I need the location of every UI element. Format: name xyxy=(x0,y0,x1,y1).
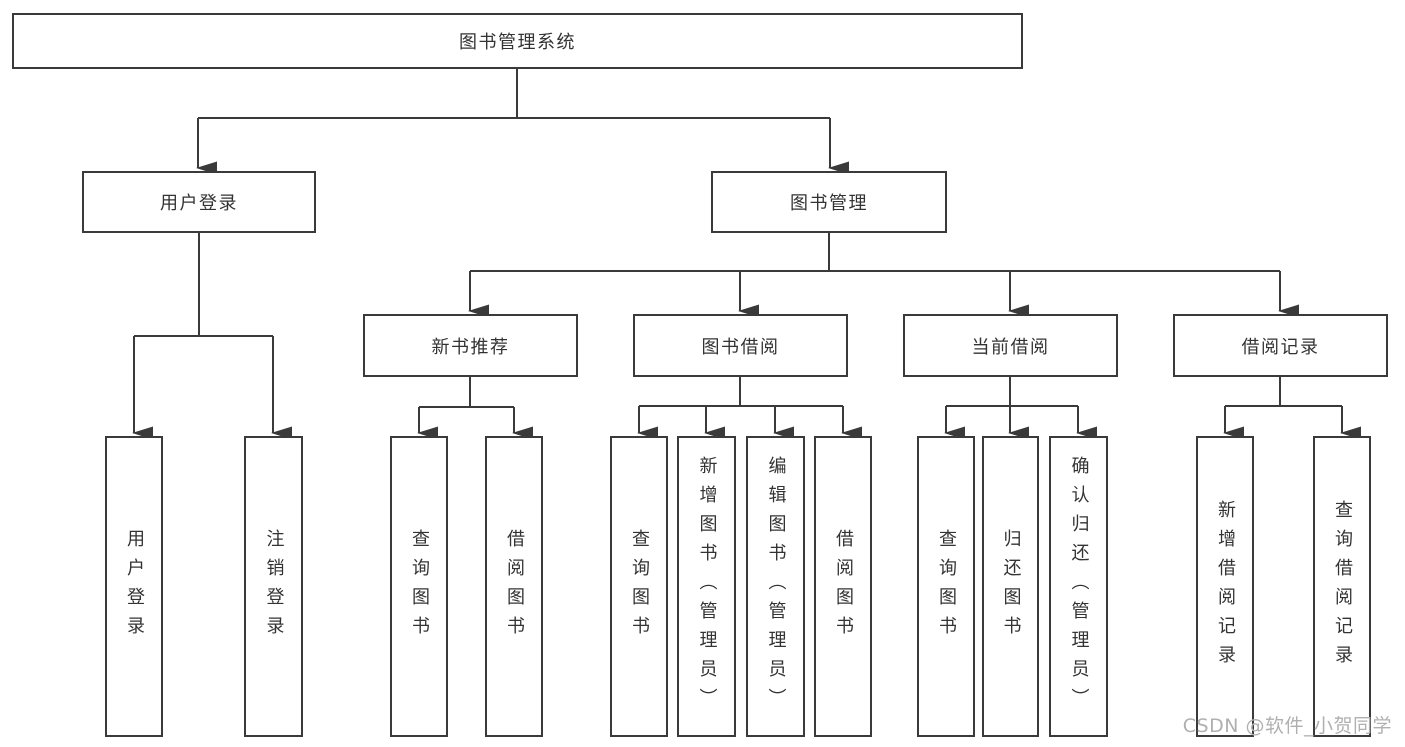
node-add-books-admin: 新增图书（管理员） xyxy=(677,436,736,737)
node-return-books: 归还图书 xyxy=(982,436,1039,737)
node-library-system: 图书管理系统 xyxy=(12,13,1023,69)
connector-current-borrow-children xyxy=(944,377,1097,440)
node-user-login: 用户登录 xyxy=(82,171,316,233)
connector-borrow-records-children xyxy=(1223,377,1361,440)
connector-book-borrow-children xyxy=(637,377,862,440)
connector-root-to-level1 xyxy=(196,69,849,175)
node-borrow-records: 借阅记录 xyxy=(1173,314,1388,377)
node-query-borrow-record: 查询借阅记录 xyxy=(1313,436,1371,737)
connector-user-login-children xyxy=(132,233,292,440)
connector-new-book-recommend-children xyxy=(417,377,533,440)
node-edit-books-admin: 编辑图书（管理员） xyxy=(746,436,805,737)
node-query-books-borrow: 查询图书 xyxy=(610,436,668,737)
node-query-books-current: 查询图书 xyxy=(917,436,975,737)
node-user-login-leaf: 用户登录 xyxy=(105,436,163,737)
node-confirm-return-admin: 确认归还（管理员） xyxy=(1049,436,1108,737)
node-borrow-books-recommend: 借阅图书 xyxy=(485,436,543,737)
connector-book-management-children xyxy=(468,233,1299,318)
node-book-management: 图书管理 xyxy=(711,171,947,233)
node-current-borrow: 当前借阅 xyxy=(903,314,1118,377)
node-logout: 注销登录 xyxy=(244,436,303,737)
node-query-books-recommend: 查询图书 xyxy=(390,436,448,737)
csdn-watermark: CSDN @软件_小贺同学 xyxy=(1182,715,1392,737)
node-borrow-books: 借阅图书 xyxy=(814,436,872,737)
node-new-book-recommend: 新书推荐 xyxy=(363,314,578,377)
node-book-borrow: 图书借阅 xyxy=(633,314,848,377)
node-add-borrow-record: 新增借阅记录 xyxy=(1196,436,1254,737)
